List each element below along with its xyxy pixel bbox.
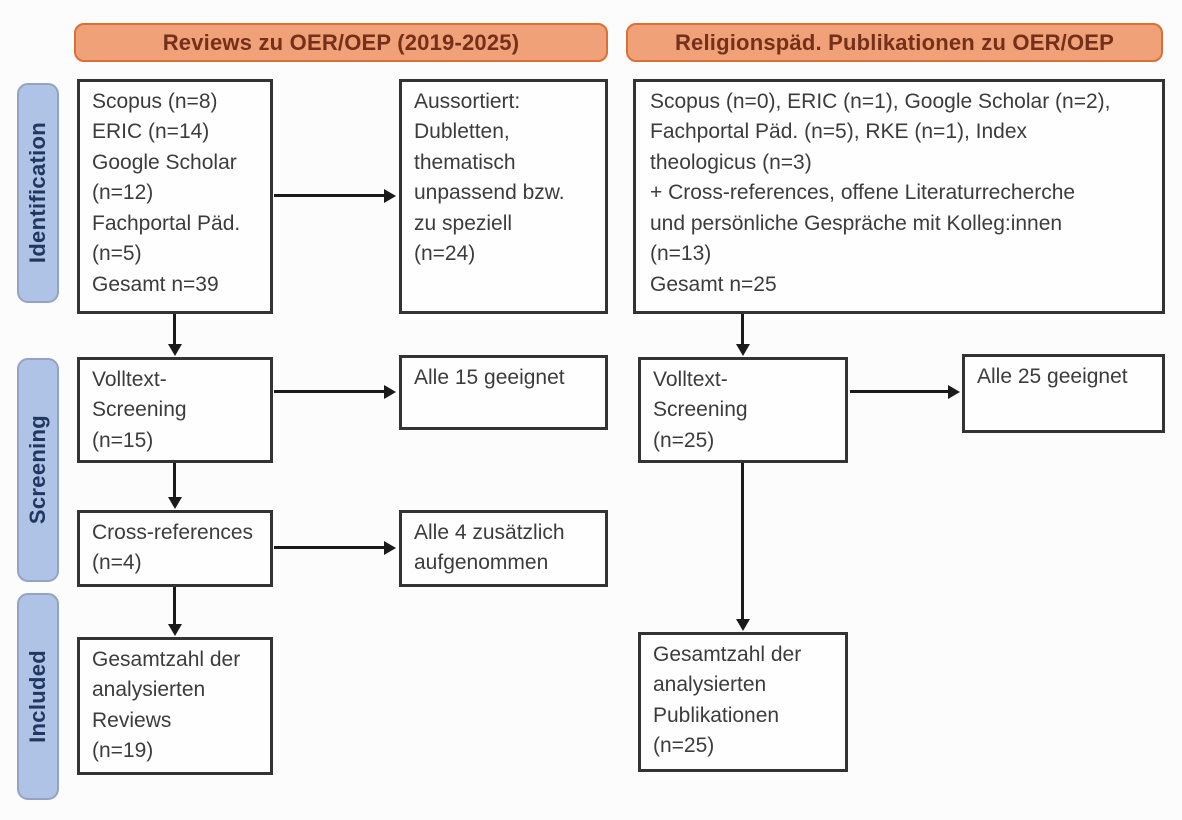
box-included-reviews: Gesamtzahl der analysierten Reviews (n=1… <box>77 637 273 775</box>
box-sources-publications: Scopus (n=0), ERIC (n=1), Google Scholar… <box>633 79 1165 314</box>
box-included-publications: Gesamtzahl der analysierten Publikatione… <box>638 632 848 772</box>
arrow-screening-to-result-publications <box>850 384 960 399</box>
box-screening-result-publications: Alle 25 geeignet <box>962 354 1165 433</box>
column-header-reviews: Reviews zu OER/OEP (2019-2025) <box>74 23 608 62</box>
box-excluded-reviews: Aussortiert: Dubletten, thematisch unpas… <box>399 79 608 314</box>
arrow-sources-to-screening-reviews <box>167 314 182 356</box>
arrow-sources-to-screening-publications <box>735 314 750 356</box>
column-header-publications: Religionspäd. Publikationen zu OER/OEP <box>626 23 1163 62</box>
box-screening-result-reviews: Alle 15 geeignet <box>399 355 608 430</box>
box-cross-references: Cross-references (n=4) <box>77 510 273 587</box>
stage-label-included-text: Included <box>25 650 50 743</box>
stage-label-included: Included <box>17 593 59 800</box>
box-sources-reviews: Scopus (n=8) ERIC (n=14) Google Scholar … <box>77 79 273 314</box>
stage-label-identification: Identification <box>17 83 59 303</box>
stage-label-screening: Screening <box>17 358 59 582</box>
arrow-sources-to-excluded-reviews <box>274 188 396 203</box>
arrow-screening-to-crossref <box>167 463 182 509</box>
arrow-crossref-to-result <box>274 540 396 555</box>
arrow-screening-to-included-publications <box>735 463 750 631</box>
arrow-screening-to-result-reviews <box>274 384 396 399</box>
stage-label-identification-text: Identification <box>25 122 50 264</box>
box-fulltext-screening-publications: Volltext- Screening (n=25) <box>638 357 848 463</box>
arrow-crossref-to-included-reviews <box>167 587 182 636</box>
stage-label-screening-text: Screening <box>25 415 50 525</box>
box-fulltext-screening-reviews: Volltext- Screening (n=15) <box>77 357 273 463</box>
box-cross-references-result: Alle 4 zusätzlich aufgenommen <box>399 510 608 587</box>
